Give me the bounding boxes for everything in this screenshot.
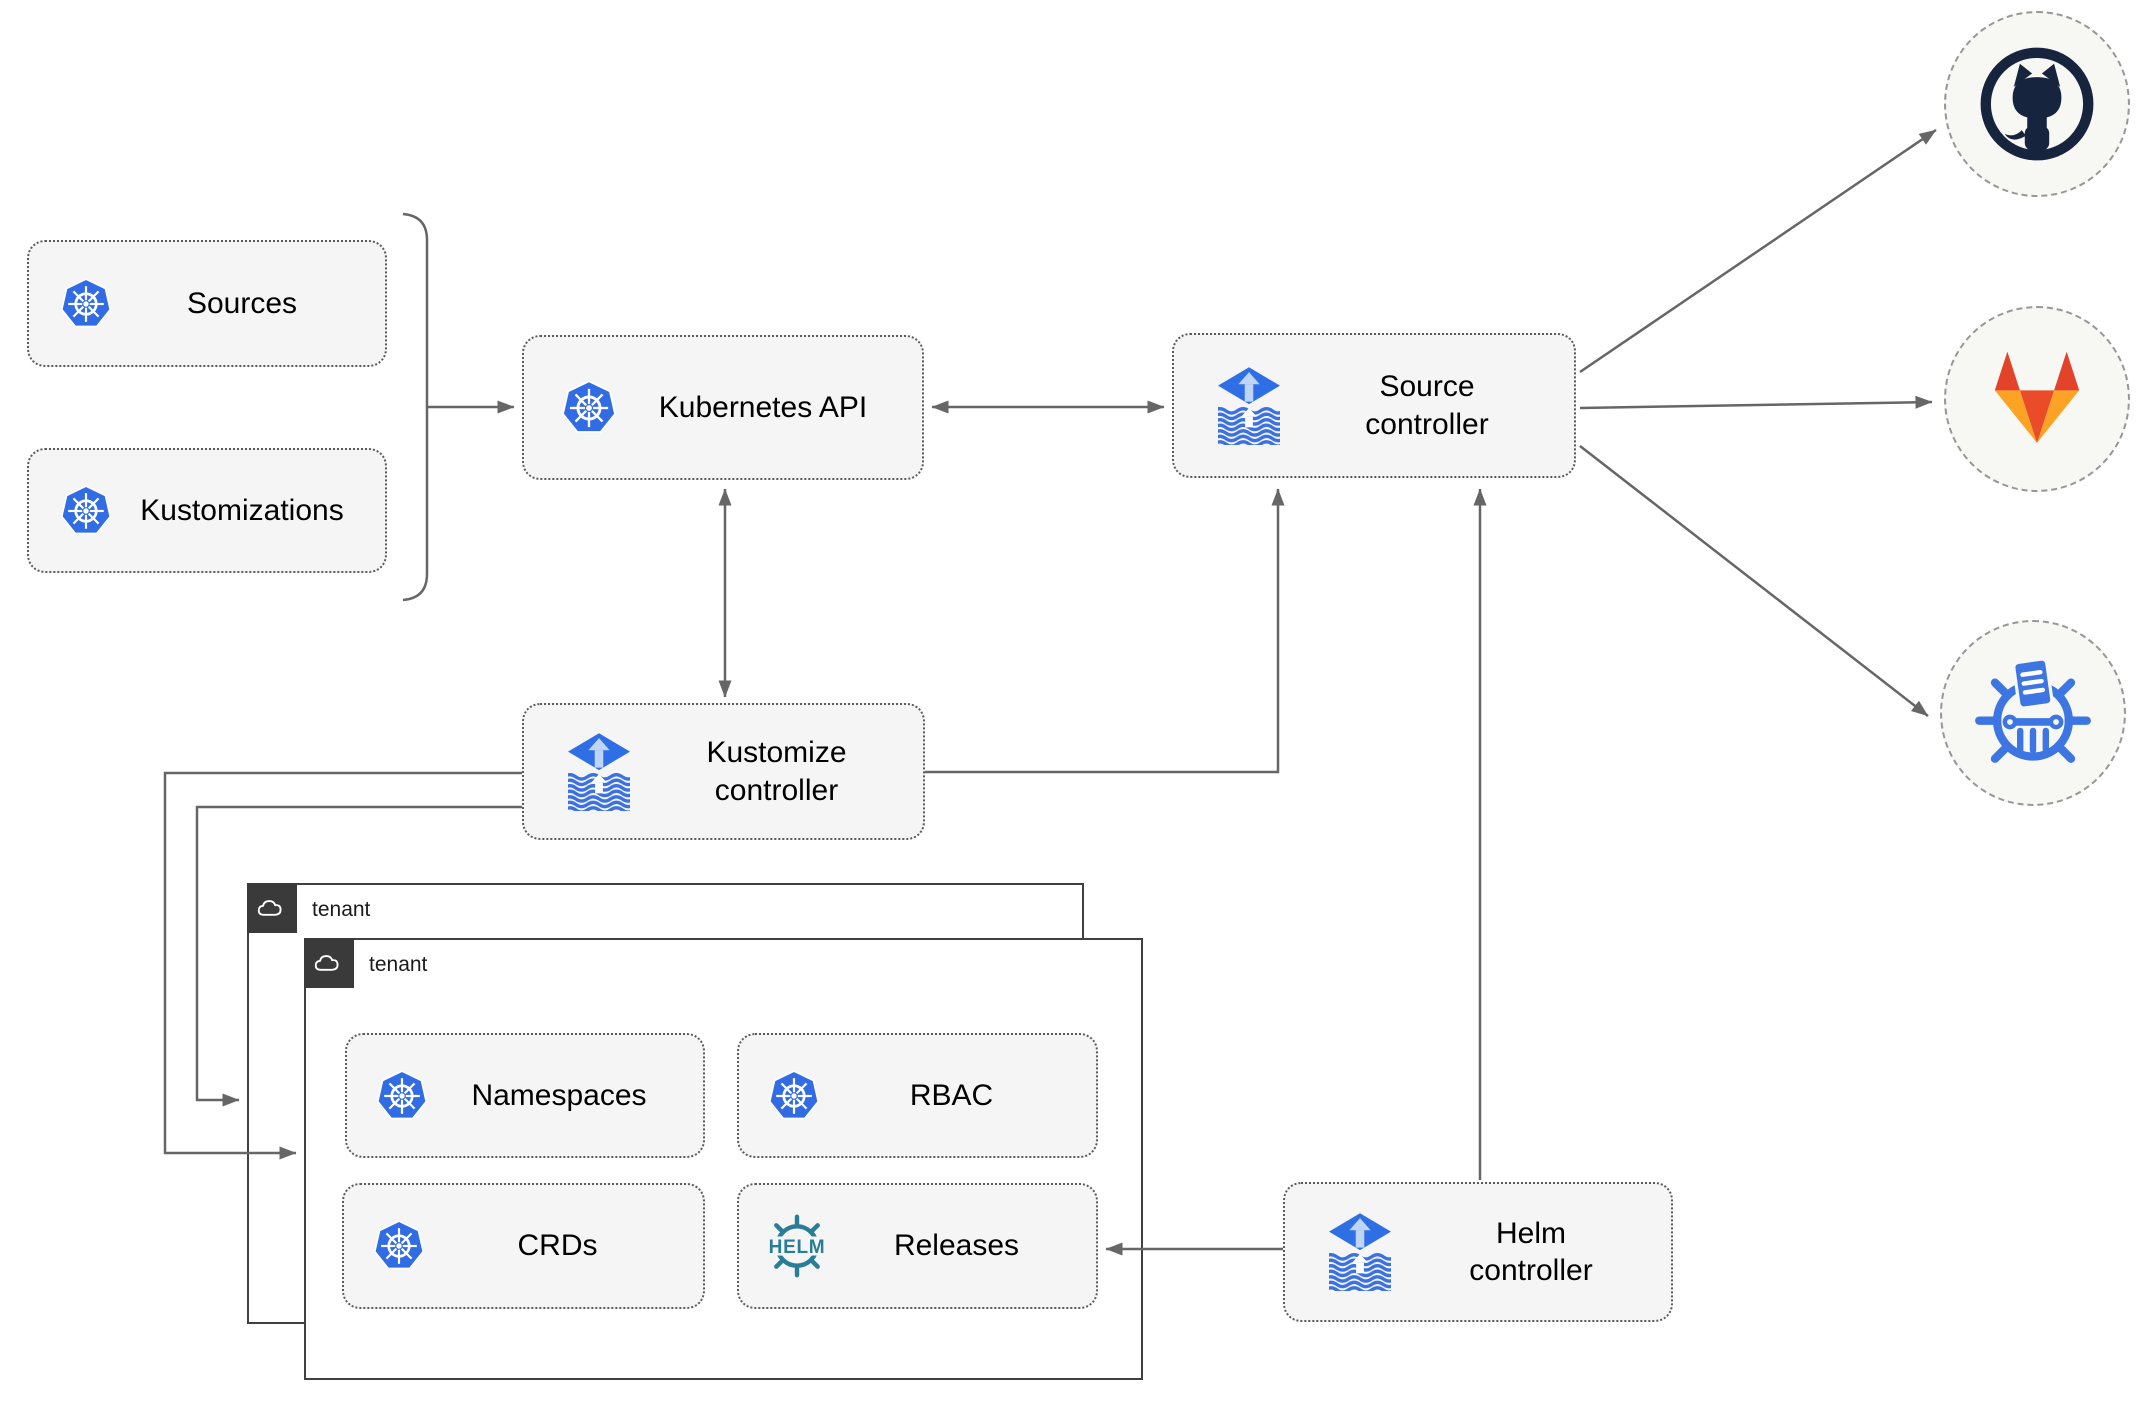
endpoint-github xyxy=(1944,11,2130,197)
endpoint-chart-repository xyxy=(1940,620,2126,806)
github-icon xyxy=(1976,43,2098,165)
cloud-icon xyxy=(246,882,297,933)
kubernetes-icon xyxy=(59,277,113,331)
node-label: Sources xyxy=(186,286,298,320)
connector-source-to-chart-repository xyxy=(1579,445,1929,717)
chartmuseum-icon xyxy=(1969,649,2097,777)
node-label: Helm controller xyxy=(1469,1216,1593,1288)
kubernetes-icon xyxy=(560,379,618,437)
tenant-box-front: tenant xyxy=(303,937,1143,1380)
node-kubernetes-api: Kubernetes API xyxy=(522,335,924,480)
node-sources: Sources xyxy=(27,240,387,367)
tenant-label: tenant xyxy=(369,953,428,976)
node-label: Kubernetes API xyxy=(658,390,868,424)
node-label: Source controller xyxy=(1365,370,1489,441)
connector-kustomize-to-source-controller xyxy=(925,488,1285,774)
node-label: CRDs xyxy=(517,1229,598,1263)
node-label: Namespaces xyxy=(471,1078,647,1112)
node-kustomize-controller: Kustomize controller xyxy=(522,703,925,840)
node-kustomizations: Kustomizations xyxy=(27,448,387,573)
node-releases: Releases xyxy=(737,1183,1098,1309)
connector-source-to-github xyxy=(1579,128,1937,374)
kubernetes-icon xyxy=(767,1069,821,1123)
tenant-label: tenant xyxy=(312,898,371,921)
node-label: Releases xyxy=(893,1229,1020,1263)
flux-icon xyxy=(1218,367,1280,445)
node-label: RBAC xyxy=(909,1078,994,1112)
gitlab-icon xyxy=(1980,347,2094,452)
flux-icon xyxy=(1329,1213,1391,1291)
flux-icon xyxy=(568,733,630,811)
kubernetes-icon xyxy=(372,1219,426,1273)
helm-icon xyxy=(763,1212,831,1280)
kubernetes-icon xyxy=(375,1069,429,1123)
node-source-controller: Source controller xyxy=(1172,333,1576,478)
node-helm-controller: Helm controller xyxy=(1283,1182,1673,1322)
connector-source-to-gitlab xyxy=(1579,395,1933,410)
kubernetes-icon xyxy=(59,484,113,538)
cloud-icon xyxy=(303,937,354,988)
node-rbac: RBAC xyxy=(737,1033,1098,1158)
node-crds: CRDs xyxy=(342,1183,705,1309)
node-label: Kustomizations xyxy=(140,493,344,527)
endpoint-gitlab xyxy=(1944,306,2130,492)
connector-bracket xyxy=(402,212,429,602)
node-label: Kustomize controller xyxy=(706,736,847,807)
node-namespaces: Namespaces xyxy=(345,1033,705,1158)
